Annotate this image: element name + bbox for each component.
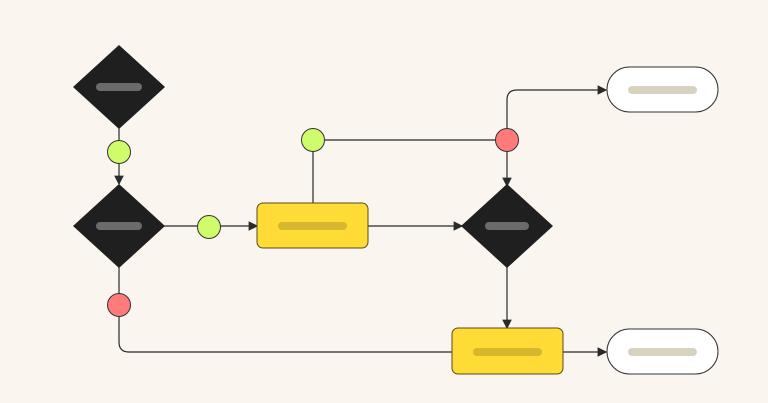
decision-2-label-placeholder	[96, 222, 142, 230]
no-connector-1	[495, 128, 519, 152]
terminal-1-label-placeholder	[628, 86, 697, 94]
process-node-2	[451, 327, 564, 375]
terminal-node-1	[606, 66, 719, 113]
decision-node-2	[73, 184, 165, 268]
edge-process1-up-connector	[312, 139, 507, 203]
edge-decision2-no-path	[118, 266, 452, 353]
decision-3-label-placeholder	[485, 222, 529, 230]
edge-connector-to-terminal1	[506, 85, 608, 128]
yes-connector-1	[107, 140, 131, 164]
terminal-2-label-placeholder	[628, 348, 697, 356]
yes-connector-2	[197, 215, 221, 239]
no-connector-2	[107, 293, 131, 317]
decision-node-1	[73, 45, 165, 129]
decision-1-label-placeholder	[96, 83, 142, 91]
yes-connector-3	[301, 128, 325, 152]
process-1-label-placeholder	[278, 222, 347, 230]
process-2-label-placeholder	[473, 348, 542, 356]
terminal-node-2	[606, 328, 719, 375]
process-node-1	[256, 202, 369, 249]
decision-node-3	[461, 184, 553, 268]
